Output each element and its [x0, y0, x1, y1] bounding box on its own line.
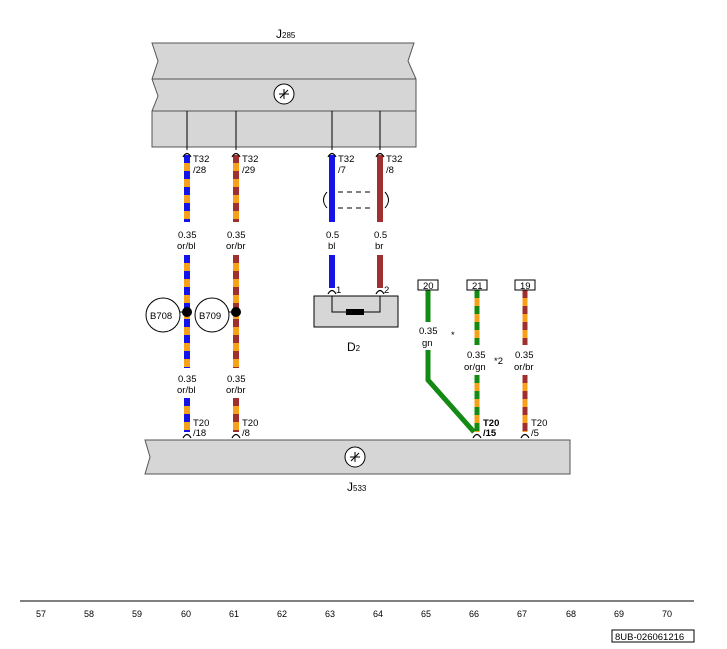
d2-component: 1 2 [313, 285, 399, 328]
footer-numbers: 57 58 59 60 61 62 63 64 65 66 67 68 69 7… [36, 609, 672, 619]
splice-label: B709 [199, 311, 221, 322]
connector-t32-29: T32 [242, 154, 258, 165]
j533-label: J533 [347, 480, 367, 494]
track-number: 70 [662, 609, 672, 619]
wire-spec-size: 0.35 [178, 374, 197, 385]
d2-pin-label: 2 [384, 285, 389, 296]
connector-t20-5: T20 [531, 418, 547, 429]
ref-box: 20 [417, 279, 439, 292]
track-number: 63 [325, 609, 335, 619]
wire-spec-color: or/bl [177, 241, 195, 252]
wire-spec-color: gn [422, 338, 433, 349]
wire-spec-size: 0.35 [178, 230, 197, 241]
track-number: 64 [373, 609, 383, 619]
wire-spec-color: or/br [514, 362, 534, 373]
connector-t32-28-pin: /28 [193, 165, 206, 176]
track-number: 59 [132, 609, 142, 619]
wire-gn [425, 290, 476, 434]
ref-box: 19 [514, 279, 536, 292]
connector-pin-icon [327, 289, 337, 295]
ground-symbol-icon [273, 83, 295, 105]
splice-b708: B708 [145, 297, 192, 333]
connector-t20-8-pin: /8 [242, 428, 250, 439]
track-number: 58 [84, 609, 94, 619]
wire-spec-color: bl [328, 241, 335, 252]
track-number: 60 [181, 609, 191, 619]
connector-t32-8-pin: /8 [386, 165, 394, 176]
ref-box-label: 20 [423, 281, 434, 292]
connector-t20-5-pin: /5 [531, 428, 539, 439]
ref-box-label: 21 [472, 281, 483, 292]
connector-t32-28: T32 [193, 154, 209, 165]
wire-spec-size: 0.35 [419, 326, 438, 337]
note-dot: * [451, 330, 455, 341]
connector-t32-7: T32 [338, 154, 354, 165]
j533-control-unit [144, 439, 571, 475]
j285-label: J285 [276, 27, 296, 41]
wire-spec-size: 0.5 [374, 230, 387, 241]
connector-pin-icon [375, 289, 385, 295]
wire-spec-size: 0.35 [467, 350, 486, 361]
track-number: 68 [566, 609, 576, 619]
j285-stubs [186, 111, 381, 150]
resistor-icon [346, 309, 364, 315]
track-number: 62 [277, 609, 287, 619]
wire-spec-size: 0.35 [227, 230, 246, 241]
ref-box: 21 [466, 279, 488, 292]
connector-t20-18-pin: /18 [193, 428, 206, 439]
wire-spec-size: 0.5 [326, 230, 339, 241]
wire-spec-color: or/br [226, 385, 246, 396]
connector-t32-8: T32 [386, 154, 402, 165]
d2-label: D2 [347, 340, 361, 354]
connector-t20-8: T20 [242, 418, 258, 429]
ground-symbol-icon [344, 446, 366, 468]
connector-t20-18: T20 [193, 418, 209, 429]
track-number: 69 [614, 609, 624, 619]
wire-spec-size: 0.35 [515, 350, 534, 361]
diagram-code-label: 8UB-026061216 [615, 632, 684, 643]
wire-spec-color: or/br [226, 241, 246, 252]
connector-t20-15: T20 [483, 418, 499, 429]
wire-spec-size: 0.35 [227, 374, 246, 385]
connector-pin-icon [182, 433, 530, 439]
splice-label: B708 [150, 311, 172, 322]
wire-spec-color: or/bl [177, 385, 195, 396]
diagram-code: 8UB-026061216 [611, 629, 695, 643]
track-number: 57 [36, 609, 46, 619]
ref-box-label: 19 [520, 281, 531, 292]
connector-t32-7-pin: /7 [338, 165, 346, 176]
connector-t20-15-pin: /15 [483, 428, 497, 439]
connector-pin-icon [182, 152, 385, 158]
twisted-pair-marker [323, 191, 389, 209]
j285-control-unit [151, 42, 417, 148]
connector-t32-29-pin: /29 [242, 165, 255, 176]
track-number: 61 [229, 609, 239, 619]
wire-spec-color: br [375, 241, 383, 252]
track-number: 66 [469, 609, 479, 619]
note-marker: *2 [494, 356, 503, 367]
splice-b709: B709 [194, 297, 241, 333]
wire-spec-color: or/gn [464, 362, 486, 373]
d2-pin-label: 1 [336, 285, 341, 296]
track-number: 67 [517, 609, 527, 619]
track-number: 65 [421, 609, 431, 619]
